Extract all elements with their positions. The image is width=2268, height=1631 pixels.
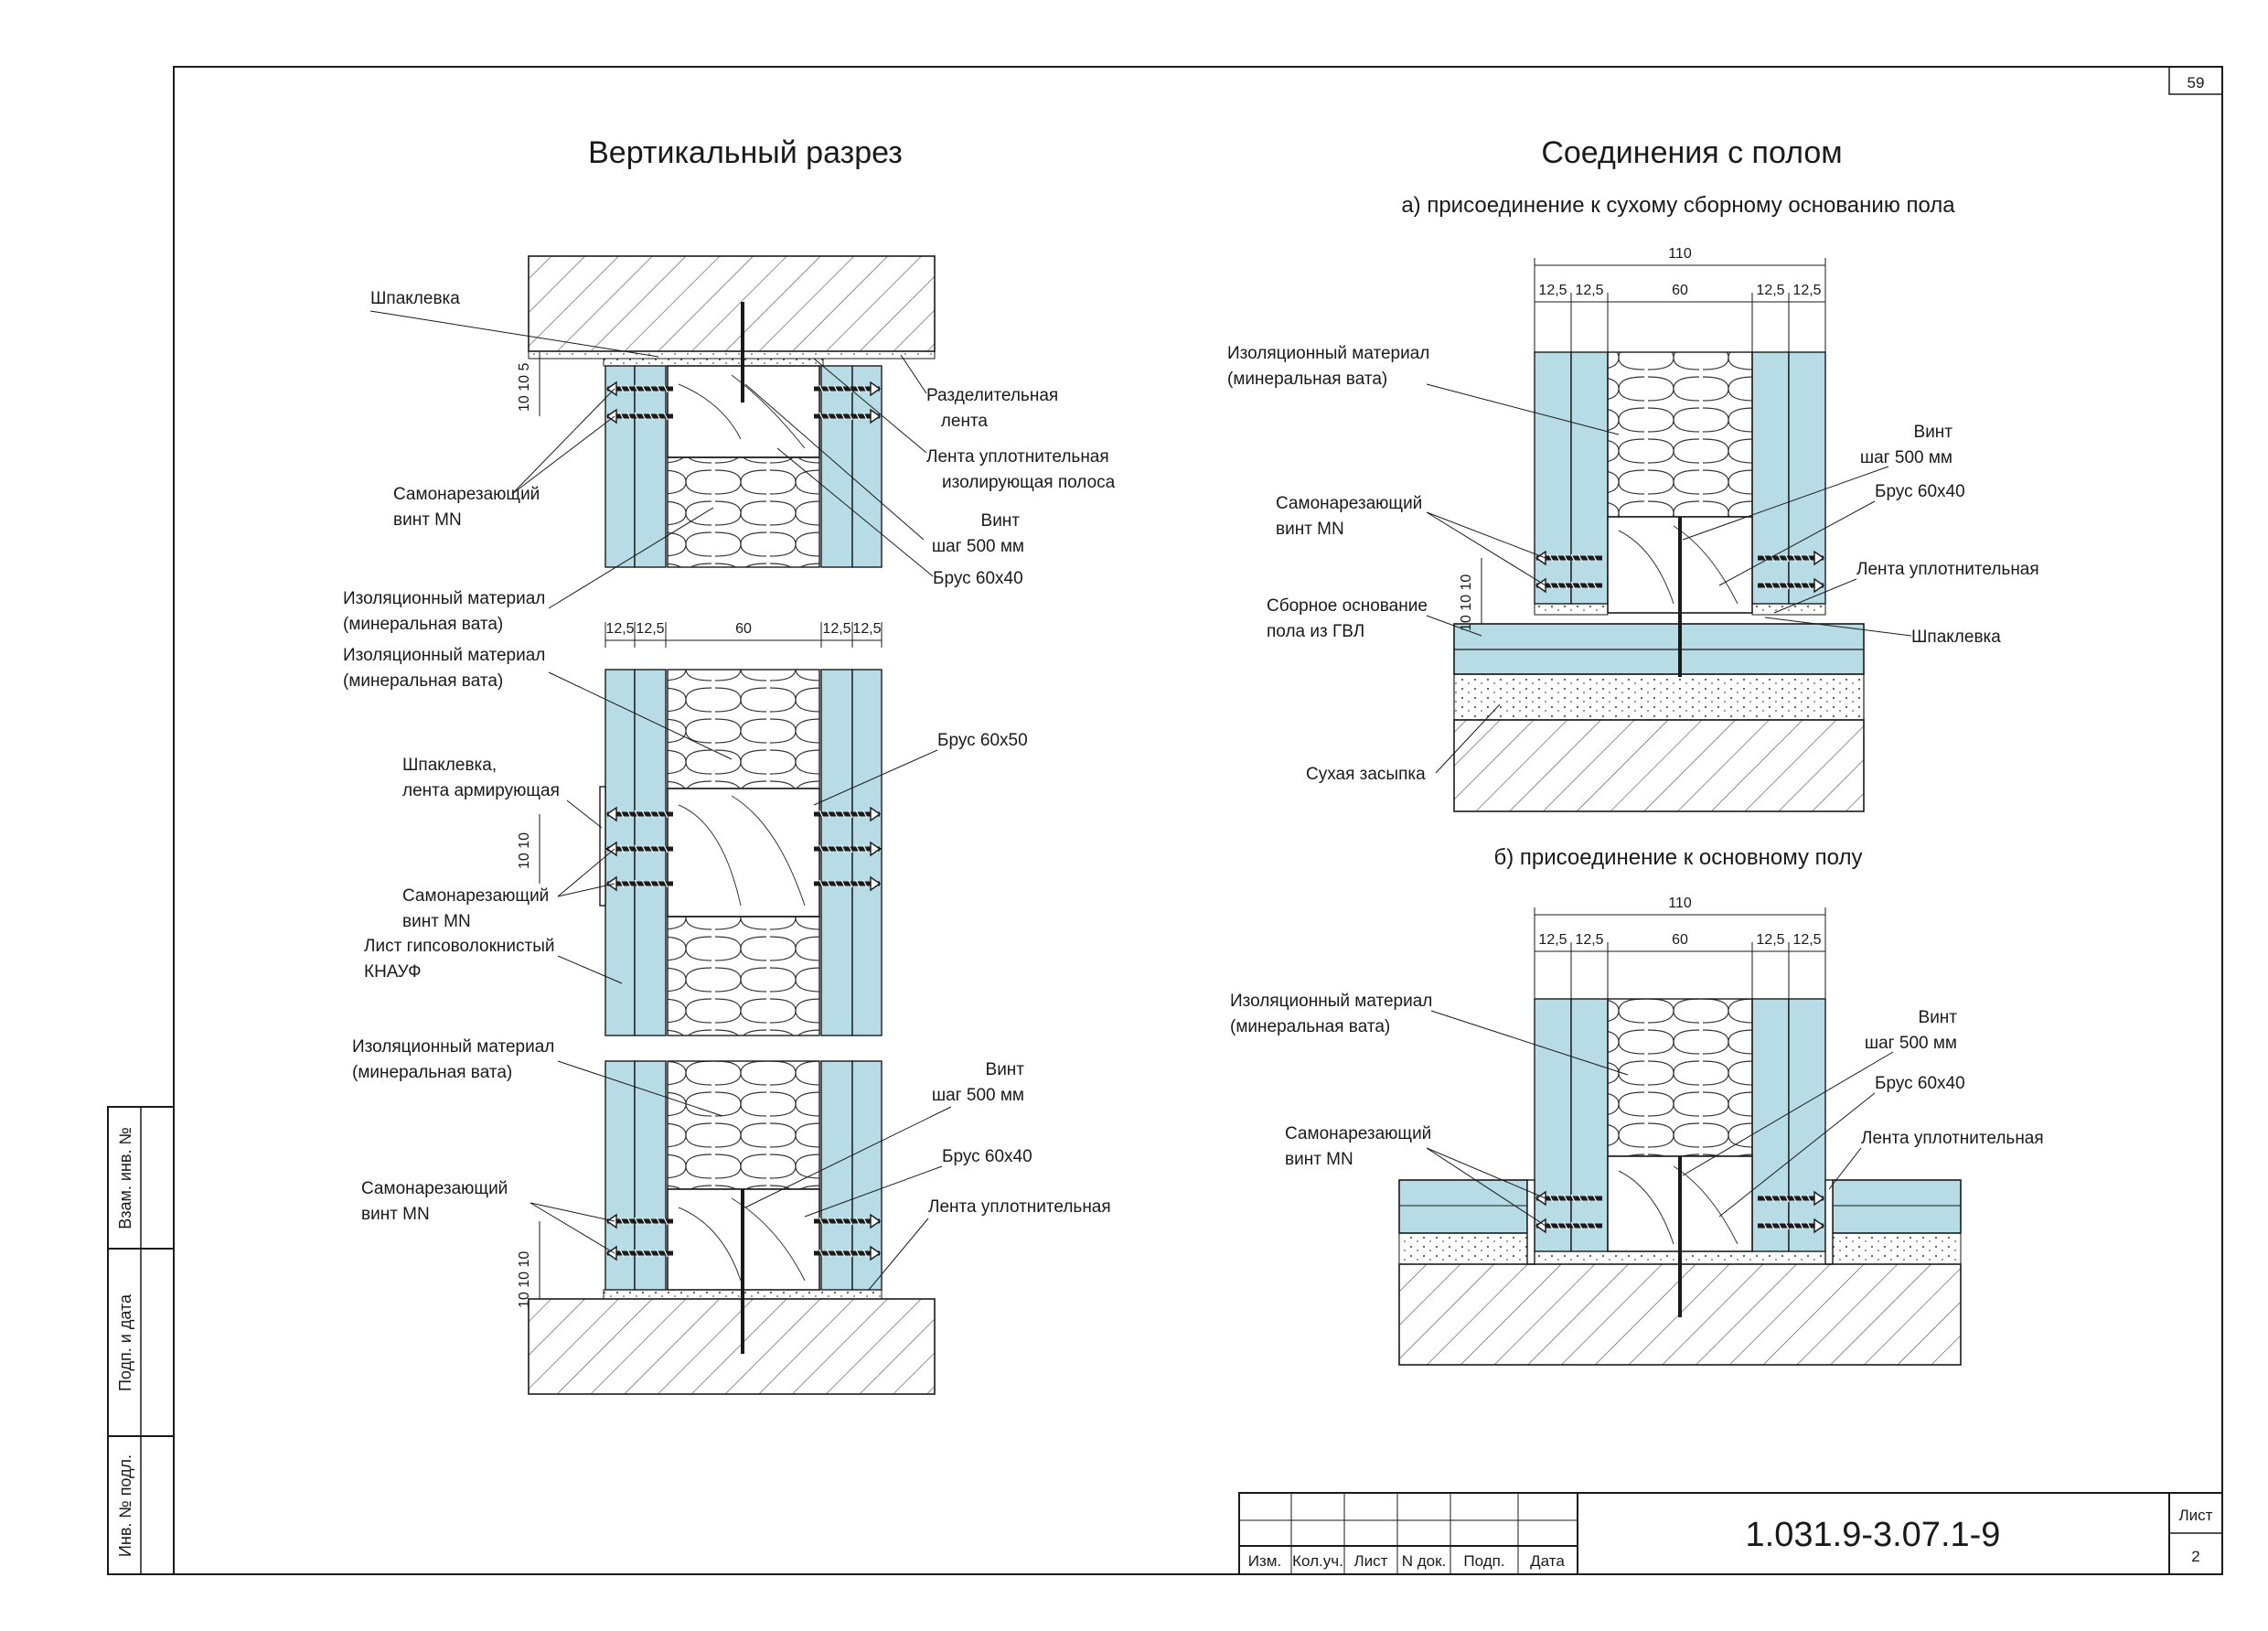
lt-vint-2: шаг 500 мм: [932, 537, 1024, 556]
rb-seal-label: Лента уплотнительная: [1861, 1129, 2044, 1148]
ra-dim-4: 12,5: [1756, 283, 1784, 298]
lm-sheet-2: КНАУФ: [364, 962, 422, 982]
ra-putty-label: Шпаклевка: [1911, 628, 2001, 647]
rb-screw-1: Самонарезающий: [1285, 1124, 1431, 1143]
rb-vint-2: шаг 500 мм: [1865, 1034, 1957, 1053]
rb-beam-label: Брус 60x40: [1875, 1074, 1965, 1093]
left-top-detail: 12,5 12,5 60 12,5 12,5 10 10 5 Шпаклевка…: [343, 255, 1116, 648]
title-floor-connections: Соединения с полом: [1541, 135, 1842, 170]
ra-screw-2: винт MN: [1276, 520, 1344, 539]
rb-vint-1: Винт: [1919, 1008, 1958, 1027]
rb-dim-total: 110: [1668, 896, 1692, 911]
side-stamp: Взам. инв. № Подп. и дата Инв. № подл.: [107, 1106, 175, 1575]
lt-dim-1: 12,5: [605, 621, 634, 637]
sheet-label: Лист: [2179, 1507, 2213, 1524]
lt-dim-5: 12,5: [852, 621, 881, 637]
lt-sep-tape-2: лента: [941, 412, 989, 431]
left-bottom-detail: 10 10 10 Изоляционный материал (минераль…: [352, 1037, 1111, 1395]
rb-insul-2: (минеральная вата): [1230, 1017, 1390, 1036]
stamp-col-6: Дата: [1530, 1552, 1565, 1570]
lt-dim-2: 12,5: [636, 621, 664, 637]
lm-screw-1: Самонарезающий: [402, 886, 549, 906]
title-block: Изм. Кол.уч. Лист N док. Подп. Дата 1.03…: [1238, 1492, 2223, 1575]
lb-screw-2: винт MN: [361, 1205, 430, 1224]
stamp-col-3: Лист: [1354, 1552, 1388, 1570]
ra-dim-2: 12,5: [1575, 283, 1603, 298]
lt-seal-1: Лента уплотнительная: [926, 447, 1109, 467]
lm-insul-1: Изоляционный материал: [343, 646, 545, 665]
rb-screw-2: винт MN: [1285, 1150, 1353, 1169]
lb-beam-label: Брус 60x40: [942, 1147, 1032, 1166]
right-b-detail: 110 12,5 12,5 60 12,5 12,5 Изоляционный …: [1230, 896, 2044, 1366]
left-mid-detail: 10 10 Изоляционный материал (минеральная…: [343, 646, 1028, 1036]
ra-insul-2: (минеральная вата): [1227, 370, 1387, 389]
lb-seal-label: Лента уплотнительная: [928, 1197, 1111, 1217]
lt-putty-label: Шпаклевка: [370, 289, 460, 308]
sheet-number: 2: [2191, 1548, 2199, 1565]
ra-dim-3: 60: [1672, 283, 1688, 298]
stamp-col-4: N док.: [1402, 1552, 1447, 1570]
lt-screw-1: Самонарезающий: [393, 485, 540, 504]
lb-vint-1: Винт: [986, 1060, 1025, 1079]
subtitle-b: б) присоединение к основному полу: [1493, 845, 1862, 870]
lb-screw-1: Самонарезающий: [361, 1179, 508, 1198]
ra-seal-label: Лента уплотнительная: [1856, 560, 2039, 579]
lb-dim-v: 10 10 10: [517, 1251, 532, 1308]
sheet-frame: [173, 66, 2223, 1575]
lt-insul-2: (минеральная вата): [343, 615, 503, 634]
rb-dim-3: 60: [1672, 932, 1688, 948]
ra-screw-1: Самонарезающий: [1276, 494, 1422, 513]
lt-insul-1: Изоляционный материал: [343, 589, 545, 608]
lm-putty-2: лента армирующая: [402, 781, 560, 800]
side-label-2: Подп. и дата: [116, 1293, 134, 1391]
ra-insul-1: Изоляционный материал: [1227, 344, 1429, 363]
stamp-col-2: Кол.уч.: [1292, 1552, 1343, 1570]
ra-dim-1: 12,5: [1538, 283, 1567, 298]
stamp-col-5: Подп.: [1463, 1552, 1504, 1570]
lt-beam-label: Брус 60x40: [933, 569, 1023, 588]
lt-seal-2: изолирующая полоса: [942, 473, 1116, 492]
subtitle-a: а) присоединение к сухому сборному основ…: [1401, 193, 1955, 218]
rb-insul-1: Изоляционный материал: [1230, 992, 1432, 1011]
lb-insul-2: (минеральная вата): [352, 1063, 512, 1082]
rb-dim-4: 12,5: [1756, 932, 1784, 948]
lm-beam-label: Брус 60x50: [937, 731, 1028, 750]
rb-dim-5: 12,5: [1792, 932, 1821, 948]
ra-base-1: Сборное основание: [1267, 596, 1428, 616]
stamp-col-1: Изм.: [1248, 1552, 1281, 1570]
document-code: 1.031.9-3.07.1-9: [1746, 1516, 2001, 1554]
side-label-3: Инв. № подл.: [116, 1454, 134, 1557]
rb-dim-2: 12,5: [1575, 932, 1603, 948]
lt-vint-1: Винт: [981, 511, 1021, 531]
lm-screw-2: винт MN: [402, 912, 471, 931]
lm-sheet-1: Лист гипсоволокнистый: [364, 937, 554, 956]
ra-vint-2: шаг 500 мм: [1860, 448, 1952, 467]
lm-insul-2: (минеральная вата): [343, 671, 503, 691]
ra-dim-v: 10 10 10: [1459, 574, 1474, 631]
lb-vint-2: шаг 500 мм: [932, 1086, 1024, 1105]
title-vertical-section: Вертикальный разрез: [588, 135, 903, 170]
ra-beam-label: Брус 60x40: [1875, 482, 1965, 501]
ra-dim-5: 12,5: [1792, 283, 1821, 298]
right-a-detail: 110 12,5 12,5 60 12,5 12,5 10 10 10 Изол…: [1227, 246, 2039, 812]
lm-dim-v: 10 10: [517, 832, 532, 869]
lt-dim-v: 10 10 5: [517, 363, 532, 412]
ra-dim-total: 110: [1668, 246, 1692, 262]
ra-base-2: пола из ГВЛ: [1267, 622, 1364, 641]
lt-sep-tape-1: Разделительная: [926, 386, 1058, 405]
ra-fill-label: Сухая засыпка: [1306, 765, 1426, 784]
lb-insul-1: Изоляционный материал: [352, 1037, 554, 1057]
lt-dim-4: 12,5: [822, 621, 850, 637]
lm-putty-1: Шпаклевка,: [402, 756, 497, 775]
ra-vint-1: Винт: [1914, 423, 1953, 442]
rb-dim-1: 12,5: [1538, 932, 1567, 948]
lt-screw-2: винт MN: [393, 510, 462, 530]
lt-dim-3: 60: [735, 621, 752, 637]
side-label-1: Взам. инв. №: [116, 1127, 134, 1229]
sheet-number-top: 59: [2188, 74, 2205, 91]
